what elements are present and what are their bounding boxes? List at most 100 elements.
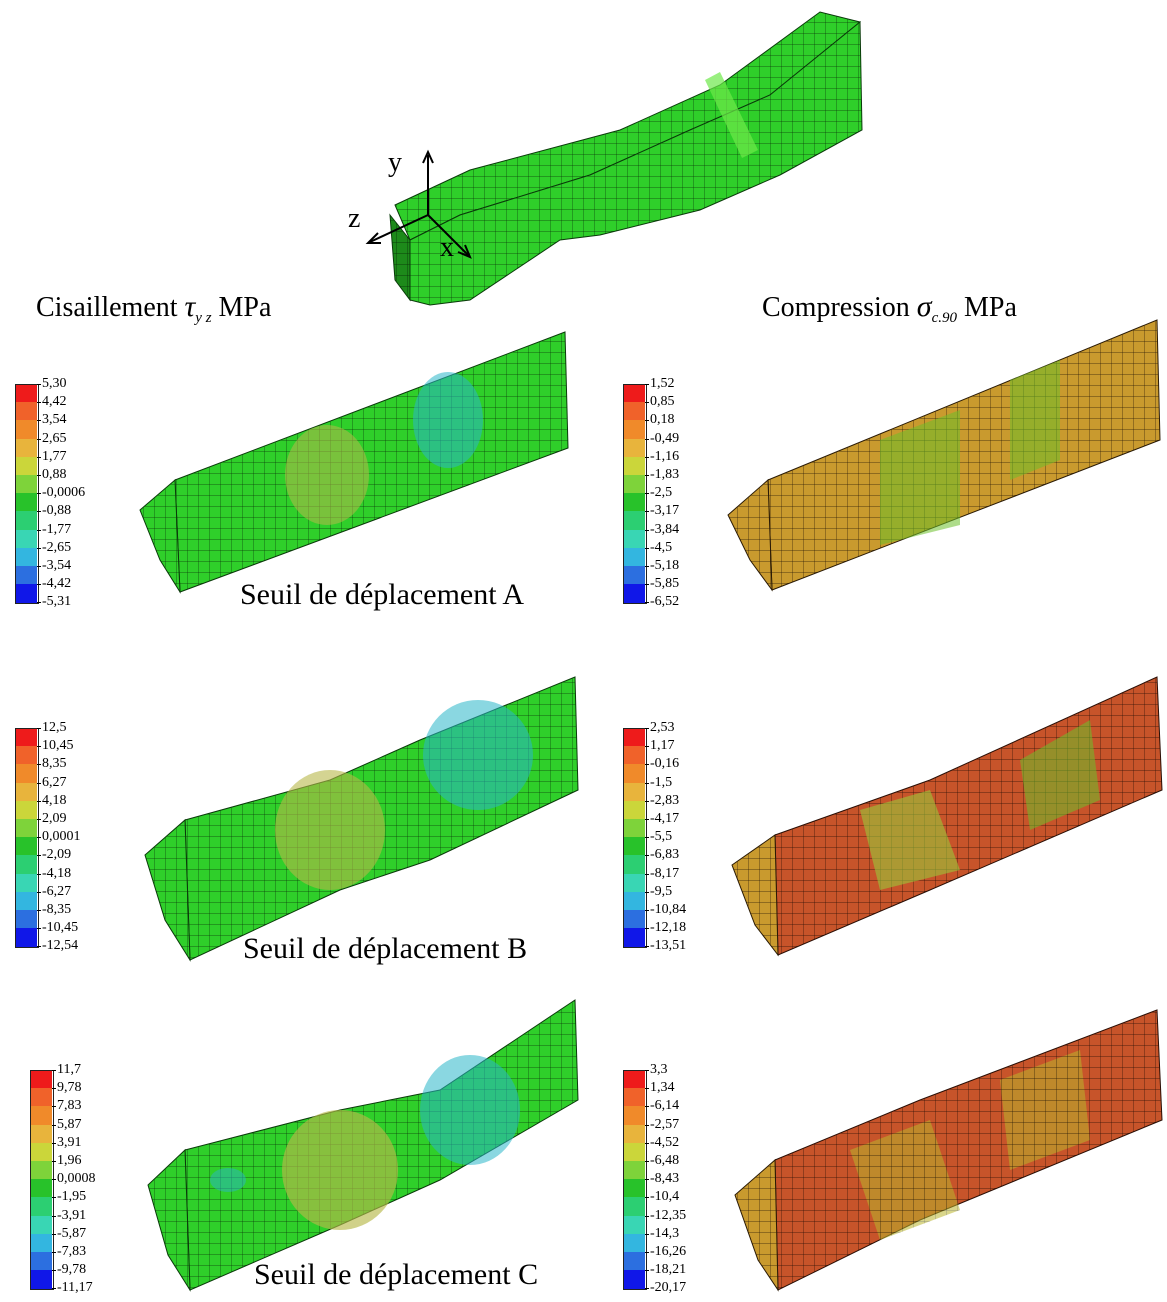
legend-value-label: -6,48 <box>650 1153 680 1168</box>
legend-value-label: -5,87 <box>57 1225 87 1241</box>
legend-tick <box>645 819 649 820</box>
legend-value-label: -6,83 <box>650 847 680 863</box>
legend-tick <box>645 746 649 748</box>
legend-tick <box>645 764 649 766</box>
legend-value-label: -3,17 <box>650 503 680 519</box>
legend-tick <box>645 928 649 930</box>
legend-tick <box>645 1288 649 1290</box>
legend-value-label: 3,91 <box>57 1134 82 1150</box>
legend-value-label: -12,54 <box>42 938 79 954</box>
legend-value-label: 12,5 <box>42 720 67 735</box>
legend-value-label: -12,35 <box>650 1207 687 1223</box>
legend-value-label: 5,30 <box>42 376 67 391</box>
legend-value-label: -7,83 <box>57 1244 87 1259</box>
caption-row-a: Seuil de déplacement A <box>240 578 525 611</box>
legend-value-label: -6,27 <box>42 883 72 899</box>
legend-tick <box>37 493 41 495</box>
legend-value-label: 1,77 <box>42 448 67 464</box>
legend-bar-frame <box>623 384 647 605</box>
legend-swatch <box>15 728 37 747</box>
legend-value-label: -1,77 <box>42 521 72 537</box>
legend-swatch <box>30 1106 52 1126</box>
legend-swatch <box>30 1197 52 1217</box>
legend-tick <box>645 728 649 729</box>
legend-value-label: -2,65 <box>42 539 72 555</box>
legend-tick <box>645 1252 649 1253</box>
legend-value-label: 0,0001 <box>42 829 81 845</box>
legend-tick <box>52 1124 56 1126</box>
legend-value-label: -16,26 <box>650 1244 687 1259</box>
legend-swatch <box>623 1088 645 1107</box>
legend-tick <box>645 547 649 549</box>
legend-value-label: 5,87 <box>57 1116 82 1132</box>
legend-value-label: 4,42 <box>42 394 67 410</box>
legend-tick <box>645 1088 649 1090</box>
beam-a-compression <box>767 319 1161 591</box>
legend-value-label: -0,88 <box>42 503 72 519</box>
right-title-subscript: c.90 <box>931 310 957 326</box>
legend-tick <box>52 1215 56 1217</box>
beam-b-shear-end <box>144 818 191 962</box>
legend-swatch <box>15 873 37 893</box>
legend-tick <box>645 584 649 586</box>
legend-tick <box>37 764 41 766</box>
legend-swatch <box>15 475 37 494</box>
legend-swatch <box>623 837 645 856</box>
legend-swatch <box>15 529 37 549</box>
legend-value-label: -8,43 <box>650 1171 680 1187</box>
legend-swatch <box>623 475 645 494</box>
left-title-subscript: y z <box>195 310 212 326</box>
legend-swatch <box>15 910 37 929</box>
legend-swatch <box>623 891 645 911</box>
legend-tick <box>37 475 41 476</box>
legend-tick <box>645 1070 649 1071</box>
legend-value-label: -5,85 <box>650 576 680 592</box>
left-title-symbol: τ <box>184 290 196 323</box>
beam-b-shear-zone-pos <box>275 770 385 890</box>
right-title-symbol: σ <box>916 290 932 323</box>
legend-tick <box>37 928 41 930</box>
legend-value-label: -3,54 <box>42 558 72 573</box>
beam-c-shear-zone-pos <box>282 1110 398 1230</box>
legend-tick <box>645 1197 649 1199</box>
legend-value-label: -5,5 <box>650 829 673 845</box>
axis-label-x: x <box>440 232 454 263</box>
left-title-text: Cisaillement <box>36 292 178 323</box>
legend-tick <box>52 1088 56 1090</box>
legend-value-label: -12,18 <box>650 920 687 936</box>
legend-tick <box>645 384 649 385</box>
legend-swatch <box>623 1252 645 1271</box>
right-panel-title: Compression σc.90 MPa <box>762 290 1017 327</box>
legend-value-label: 1,96 <box>57 1153 82 1168</box>
legend-value-label: -4,18 <box>42 865 72 881</box>
legend-tick <box>645 782 649 784</box>
legend-swatch <box>623 928 645 947</box>
legend-tick <box>645 1179 649 1181</box>
legend-value-label: -1,95 <box>57 1189 87 1205</box>
legend-tick <box>37 584 41 586</box>
legend-swatch <box>15 511 37 531</box>
legend-value-label: -5,31 <box>42 594 72 610</box>
legend-tick <box>37 420 41 422</box>
legend-value-label: 1,34 <box>650 1080 675 1096</box>
legend-value-label: -18,21 <box>650 1262 687 1278</box>
legend-value-label: -1,5 <box>650 774 673 790</box>
legend-swatch <box>15 493 37 512</box>
legend-swatch <box>623 746 645 765</box>
legend-tick <box>645 475 649 476</box>
legend-swatch <box>30 1161 52 1180</box>
legend-value-label: -4,17 <box>650 811 680 826</box>
legend-tick <box>37 456 41 458</box>
legend-swatch <box>623 438 645 458</box>
legend-bar-frame <box>623 1070 647 1291</box>
legend-tick <box>37 402 41 404</box>
legend-value-label: 1,52 <box>650 376 675 391</box>
legend-tick <box>645 800 649 802</box>
legend-swatch <box>623 1106 645 1126</box>
legend-tick <box>37 566 41 567</box>
legend-value-label: -20,17 <box>650 1280 687 1296</box>
legend-swatch <box>623 384 645 403</box>
legend-tick <box>37 782 41 784</box>
